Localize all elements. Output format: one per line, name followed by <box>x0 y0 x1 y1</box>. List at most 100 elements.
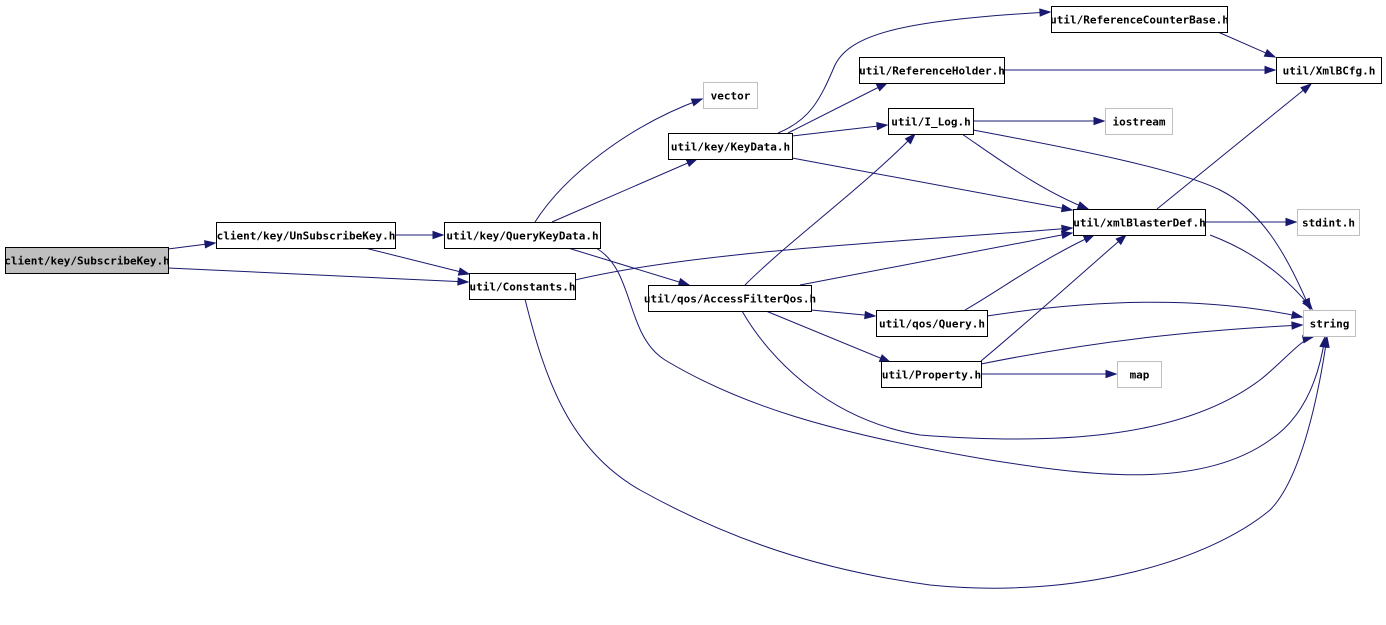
edge-line <box>961 133 1089 210</box>
edge-line <box>765 310 891 363</box>
node-query-key-data[interactable]: util/key/QueryKeyData.h <box>444 222 601 249</box>
node-label: util/ReferenceHolder.h <box>859 65 1005 78</box>
node-label: client/key/UnSubscribeKey.h <box>217 230 396 243</box>
edge-access-filter-qos-to-i-log <box>744 132 917 286</box>
edge-key-data-to-i-log <box>791 122 889 137</box>
node-label: util/qos/AccessFilterQos.h <box>644 293 816 306</box>
edge-arrowhead <box>904 132 917 145</box>
edge-arrowhead <box>1300 83 1313 94</box>
edge-arrowhead <box>1264 65 1277 75</box>
edge-key-data-to-reference-counter-base <box>777 8 1052 134</box>
edge-line <box>364 247 470 275</box>
edge-arrowhead <box>1061 224 1074 234</box>
edge-constants-to-xml-blaster-def <box>574 224 1074 281</box>
node-label: vector <box>711 90 751 103</box>
edge-arrowhead <box>1105 369 1118 379</box>
node-query[interactable]: util/qos/Query.h <box>876 310 988 337</box>
edge-query-to-string <box>986 301 1304 319</box>
node-reference-counter-base[interactable]: util/ReferenceCounterBase.h <box>1050 6 1229 33</box>
node-constants[interactable]: util/Constants.h <box>469 273 576 300</box>
node-label: util/key/KeyData.h <box>671 141 790 154</box>
edge-line <box>524 298 1328 589</box>
edge-constants-to-string <box>524 298 1330 589</box>
node-label: util/xmlBlasterDef.h <box>1073 217 1205 230</box>
node-label: util/I_Log.h <box>891 116 970 129</box>
edge-xml-blaster-def-to-xml-bcfg <box>1156 83 1313 210</box>
node-label: util/key/QueryKeyData.h <box>446 230 598 243</box>
node-property[interactable]: util/Property.h <box>881 361 982 388</box>
edge-arrowhead <box>1093 116 1106 126</box>
edge-line <box>1156 83 1312 210</box>
edge-line <box>534 98 703 223</box>
edge-arrowhead <box>876 122 889 131</box>
edge-arrowhead <box>1285 217 1298 227</box>
edge-property-to-string <box>980 321 1304 365</box>
node-access-filter-qos[interactable]: util/qos/AccessFilterQos.h <box>644 285 816 312</box>
edge-property-to-map <box>981 369 1118 379</box>
edge-arrowhead <box>677 277 691 286</box>
edge-access-filter-qos-to-xml-blaster-def <box>799 230 1074 286</box>
node-key-data[interactable]: util/key/KeyData.h <box>668 133 793 160</box>
edge-arrowhead <box>1263 48 1277 58</box>
edge-arrowhead <box>690 98 704 107</box>
edge-arrowhead <box>1082 234 1096 244</box>
node-subscribe-key[interactable]: client/key/SubscribeKey.h <box>4 247 170 274</box>
edge-line <box>567 247 690 286</box>
node-box <box>5 247 169 274</box>
edge-arrowhead <box>1290 310 1304 319</box>
node-i-log[interactable]: util/I_Log.h <box>888 108 974 135</box>
edge-arrowhead <box>432 230 445 240</box>
node-box <box>216 222 396 249</box>
edge-line <box>167 267 469 283</box>
edge-reference-holder-to-xml-bcfg <box>1004 65 1277 75</box>
edge-line <box>964 234 1095 311</box>
node-box <box>859 57 1005 84</box>
node-box <box>888 108 974 135</box>
node-label: util/Constants.h <box>470 281 576 294</box>
node-box <box>469 273 576 300</box>
edge-subscribe-key-to-constants <box>167 267 470 286</box>
edge-arrowhead <box>1302 298 1313 311</box>
edge-query-key-data-to-access-filter-qos <box>567 247 691 286</box>
node-box <box>1303 310 1356 337</box>
edge-query-key-data-to-key-data <box>551 158 699 223</box>
edges-layer <box>167 8 1330 589</box>
node-label: stdint.h <box>1302 217 1355 230</box>
node-box <box>1105 108 1173 135</box>
node-box <box>444 222 601 249</box>
node-label: util/qos/Query.h <box>879 318 985 331</box>
edge-key-data-to-reference-holder <box>787 82 889 134</box>
edge-arrowhead <box>1039 8 1052 17</box>
edge-arrowhead <box>1060 203 1074 213</box>
edge-line <box>980 234 1127 362</box>
node-box <box>876 310 988 337</box>
edge-line <box>810 309 876 317</box>
node-label: iostream <box>1113 116 1166 129</box>
edge-arrowhead <box>875 82 889 92</box>
node-label: client/key/SubscribeKey.h <box>4 255 170 268</box>
node-xml-blaster-def[interactable]: util/xmlBlasterDef.h <box>1073 209 1206 236</box>
node-stdint: stdint.h <box>1297 209 1360 236</box>
edge-line <box>595 247 1326 476</box>
node-box <box>703 82 758 109</box>
edge-line <box>1209 234 1313 310</box>
node-xml-bcfg[interactable]: util/XmlBCfg.h <box>1276 57 1382 84</box>
node-label: util/Property.h <box>882 369 981 382</box>
edge-line <box>791 124 888 137</box>
edge-arrowhead <box>457 267 471 276</box>
edge-arrowhead <box>1115 234 1128 246</box>
edge-arrowhead <box>457 277 470 286</box>
edge-arrowhead <box>1291 321 1304 330</box>
node-iostream: iostream <box>1105 108 1173 135</box>
edge-i-log-to-xml-blaster-def <box>961 133 1090 210</box>
node-box <box>1051 6 1228 33</box>
node-unsubscribe-key[interactable]: client/key/UnSubscribeKey.h <box>216 222 396 249</box>
edge-line <box>574 227 1073 281</box>
node-box <box>881 361 982 388</box>
edge-reference-counter-base-to-xml-bcfg <box>1217 31 1277 58</box>
node-label: map <box>1130 369 1150 382</box>
node-reference-holder[interactable]: util/ReferenceHolder.h <box>859 57 1005 84</box>
edge-unsubscribe-key-to-query-key-data <box>395 230 445 240</box>
edge-query-key-data-to-vector <box>534 98 704 223</box>
